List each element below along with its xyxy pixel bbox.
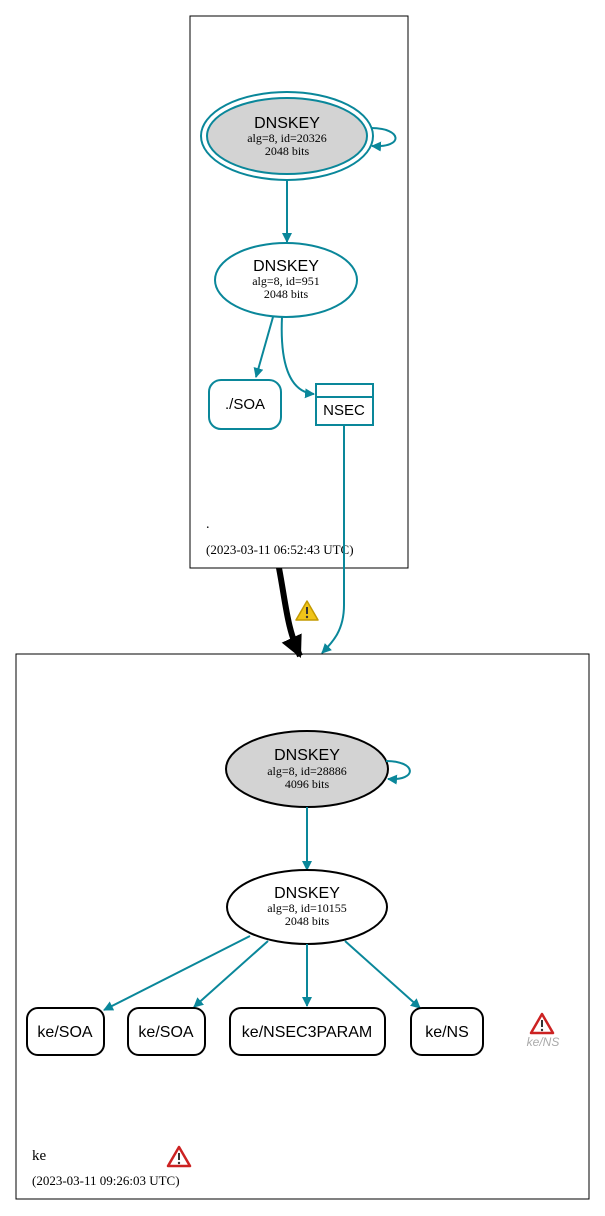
- root-zsk-bits: 2048 bits: [264, 287, 309, 301]
- root-soa-label: ./SOA: [225, 396, 265, 413]
- ke-zone-name: ke: [32, 1148, 47, 1164]
- ke-ksk-self-edge: [385, 760, 411, 785]
- root-zsk-title: DNSKEY: [253, 258, 319, 275]
- root-zone-timestamp: (2023-03-11 06:52:43 UTC): [206, 542, 354, 557]
- root-zone-cluster: . (2023-03-11 06:52:43 UTC): [189, 15, 409, 569]
- root-nsec-label: NSEC: [323, 402, 365, 419]
- ke-nsec3param-node[interactable]: ke/NSEC3PARAM: [229, 1007, 386, 1056]
- root-nsec-node[interactable]: NSEC: [315, 383, 374, 426]
- ke-ksk-bits: 4096 bits: [285, 777, 330, 791]
- root-zsk-alg: alg=8, id=951: [252, 274, 320, 288]
- ke-ksk-node[interactable]: DNSKEY alg=8, id=28886 4096 bits: [225, 730, 389, 808]
- ke-ns-node[interactable]: ke/NS: [410, 1007, 484, 1056]
- ke-zsk-bits: 2048 bits: [285, 914, 330, 928]
- root-ksk-self-edge: [370, 127, 397, 152]
- ke-ns-error-label: ke/NS: [527, 1035, 560, 1049]
- root-soa-node[interactable]: ./SOA: [208, 379, 282, 430]
- root-ksk-title: DNSKEY: [254, 115, 320, 132]
- ke-ksk-title: DNSKEY: [274, 747, 340, 764]
- delegation-edge: [276, 567, 303, 658]
- ke-zone-error-icon[interactable]: [166, 1145, 192, 1168]
- ke-zsk-alg: alg=8, id=10155: [267, 901, 347, 915]
- ke-zone-box: [15, 653, 590, 1200]
- root-zsk-to-nsec-edge: [280, 316, 315, 399]
- ke-zone-cluster: ke (2023-03-11 09:26:03 UTC): [15, 653, 590, 1200]
- ke-soa-label-2: ke/SOA: [138, 1024, 193, 1041]
- ke-ns-label: ke/NS: [425, 1024, 469, 1041]
- warning-triangle-icon[interactable]: [295, 600, 319, 621]
- ke-ksk-alg: alg=8, id=28886: [267, 764, 347, 778]
- root-zsk-to-soa-edge: [253, 316, 274, 378]
- ke-soa-node-1[interactable]: ke/SOA: [26, 1007, 105, 1056]
- ke-zsk-to-soa1-edge: [103, 935, 251, 1011]
- root-zone-box: [189, 15, 409, 569]
- ke-zsk-to-ns-edge: [344, 940, 421, 1009]
- root-zone-name: .: [206, 517, 210, 532]
- ke-zone-timestamp: (2023-03-11 09:26:03 UTC): [32, 1173, 180, 1188]
- root-ksk-alg: alg=8, id=20326: [247, 131, 327, 145]
- nsec-to-ke-edge: [321, 425, 345, 654]
- ke-zsk-to-soa2-edge: [193, 940, 269, 1008]
- root-ksk-bits: 2048 bits: [265, 144, 310, 158]
- ke-zsk-node[interactable]: DNSKEY alg=8, id=10155 2048 bits: [226, 869, 388, 945]
- root-zsk-node[interactable]: DNSKEY alg=8, id=951 2048 bits: [214, 242, 358, 318]
- error-triangle-icon: [529, 1012, 555, 1035]
- ke-soa-node-2[interactable]: ke/SOA: [127, 1007, 206, 1056]
- ke-ns-error-node[interactable]: ke/NS: [527, 1012, 560, 1049]
- root-ksk-node[interactable]: DNSKEY alg=8, id=20326 2048 bits: [200, 91, 374, 181]
- ke-nsec3param-label: ke/NSEC3PARAM: [242, 1024, 372, 1041]
- ke-zsk-title: DNSKEY: [274, 885, 340, 902]
- ke-soa-label-1: ke/SOA: [37, 1024, 92, 1041]
